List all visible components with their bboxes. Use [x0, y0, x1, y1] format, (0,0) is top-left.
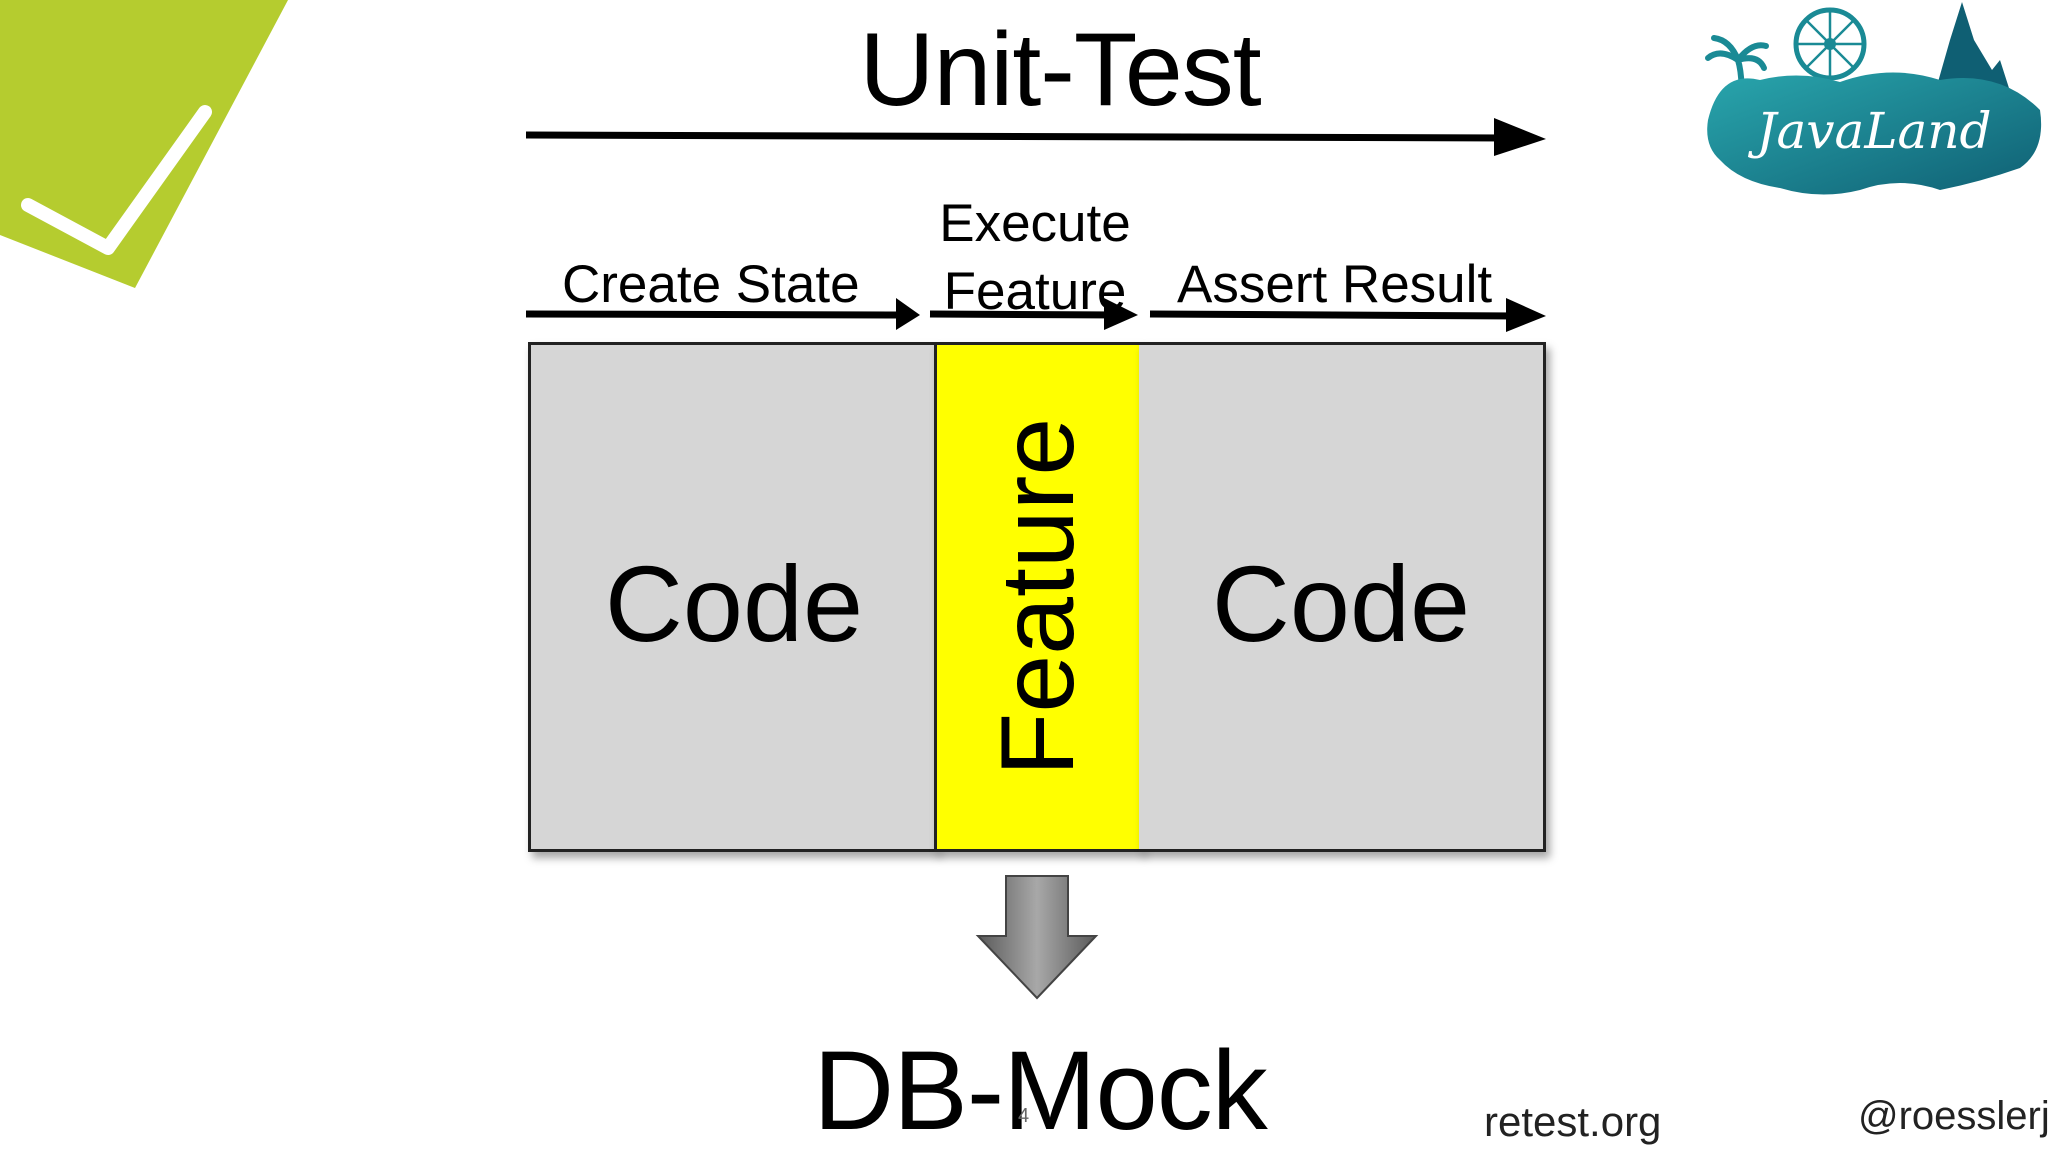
footer-site: retest.org: [1484, 1098, 1662, 1145]
feature-box: Feature: [934, 342, 1142, 852]
code-box-left: Code: [528, 342, 937, 852]
retest-check-logo-icon: [0, 0, 288, 288]
step-execute-line1: Execute: [939, 194, 1131, 253]
page-number: 4: [1018, 1105, 1030, 1127]
step-arrows-icon: [525, 298, 1546, 332]
code-box-right: Code: [1139, 342, 1546, 852]
footer-handle: @roesslerj: [1858, 1094, 2048, 1138]
diagram-title: Unit-Test: [859, 12, 1261, 128]
feature-label: Feature: [980, 417, 1096, 777]
javaland-logo-text: JavaLand: [1747, 102, 1991, 160]
javaland-logo-icon: JavaLand: [1705, 2, 2042, 195]
down-arrow-icon: [975, 875, 1099, 1000]
unit-test-arrow-icon: [525, 118, 1546, 156]
code-label-right: Code: [1211, 543, 1471, 664]
step-assert-result: Assert Result: [1177, 255, 1493, 314]
code-label-left: Code: [604, 543, 864, 664]
step-create-state: Create State: [562, 255, 860, 314]
db-mock-label: DB-Mock: [813, 1028, 1267, 1153]
